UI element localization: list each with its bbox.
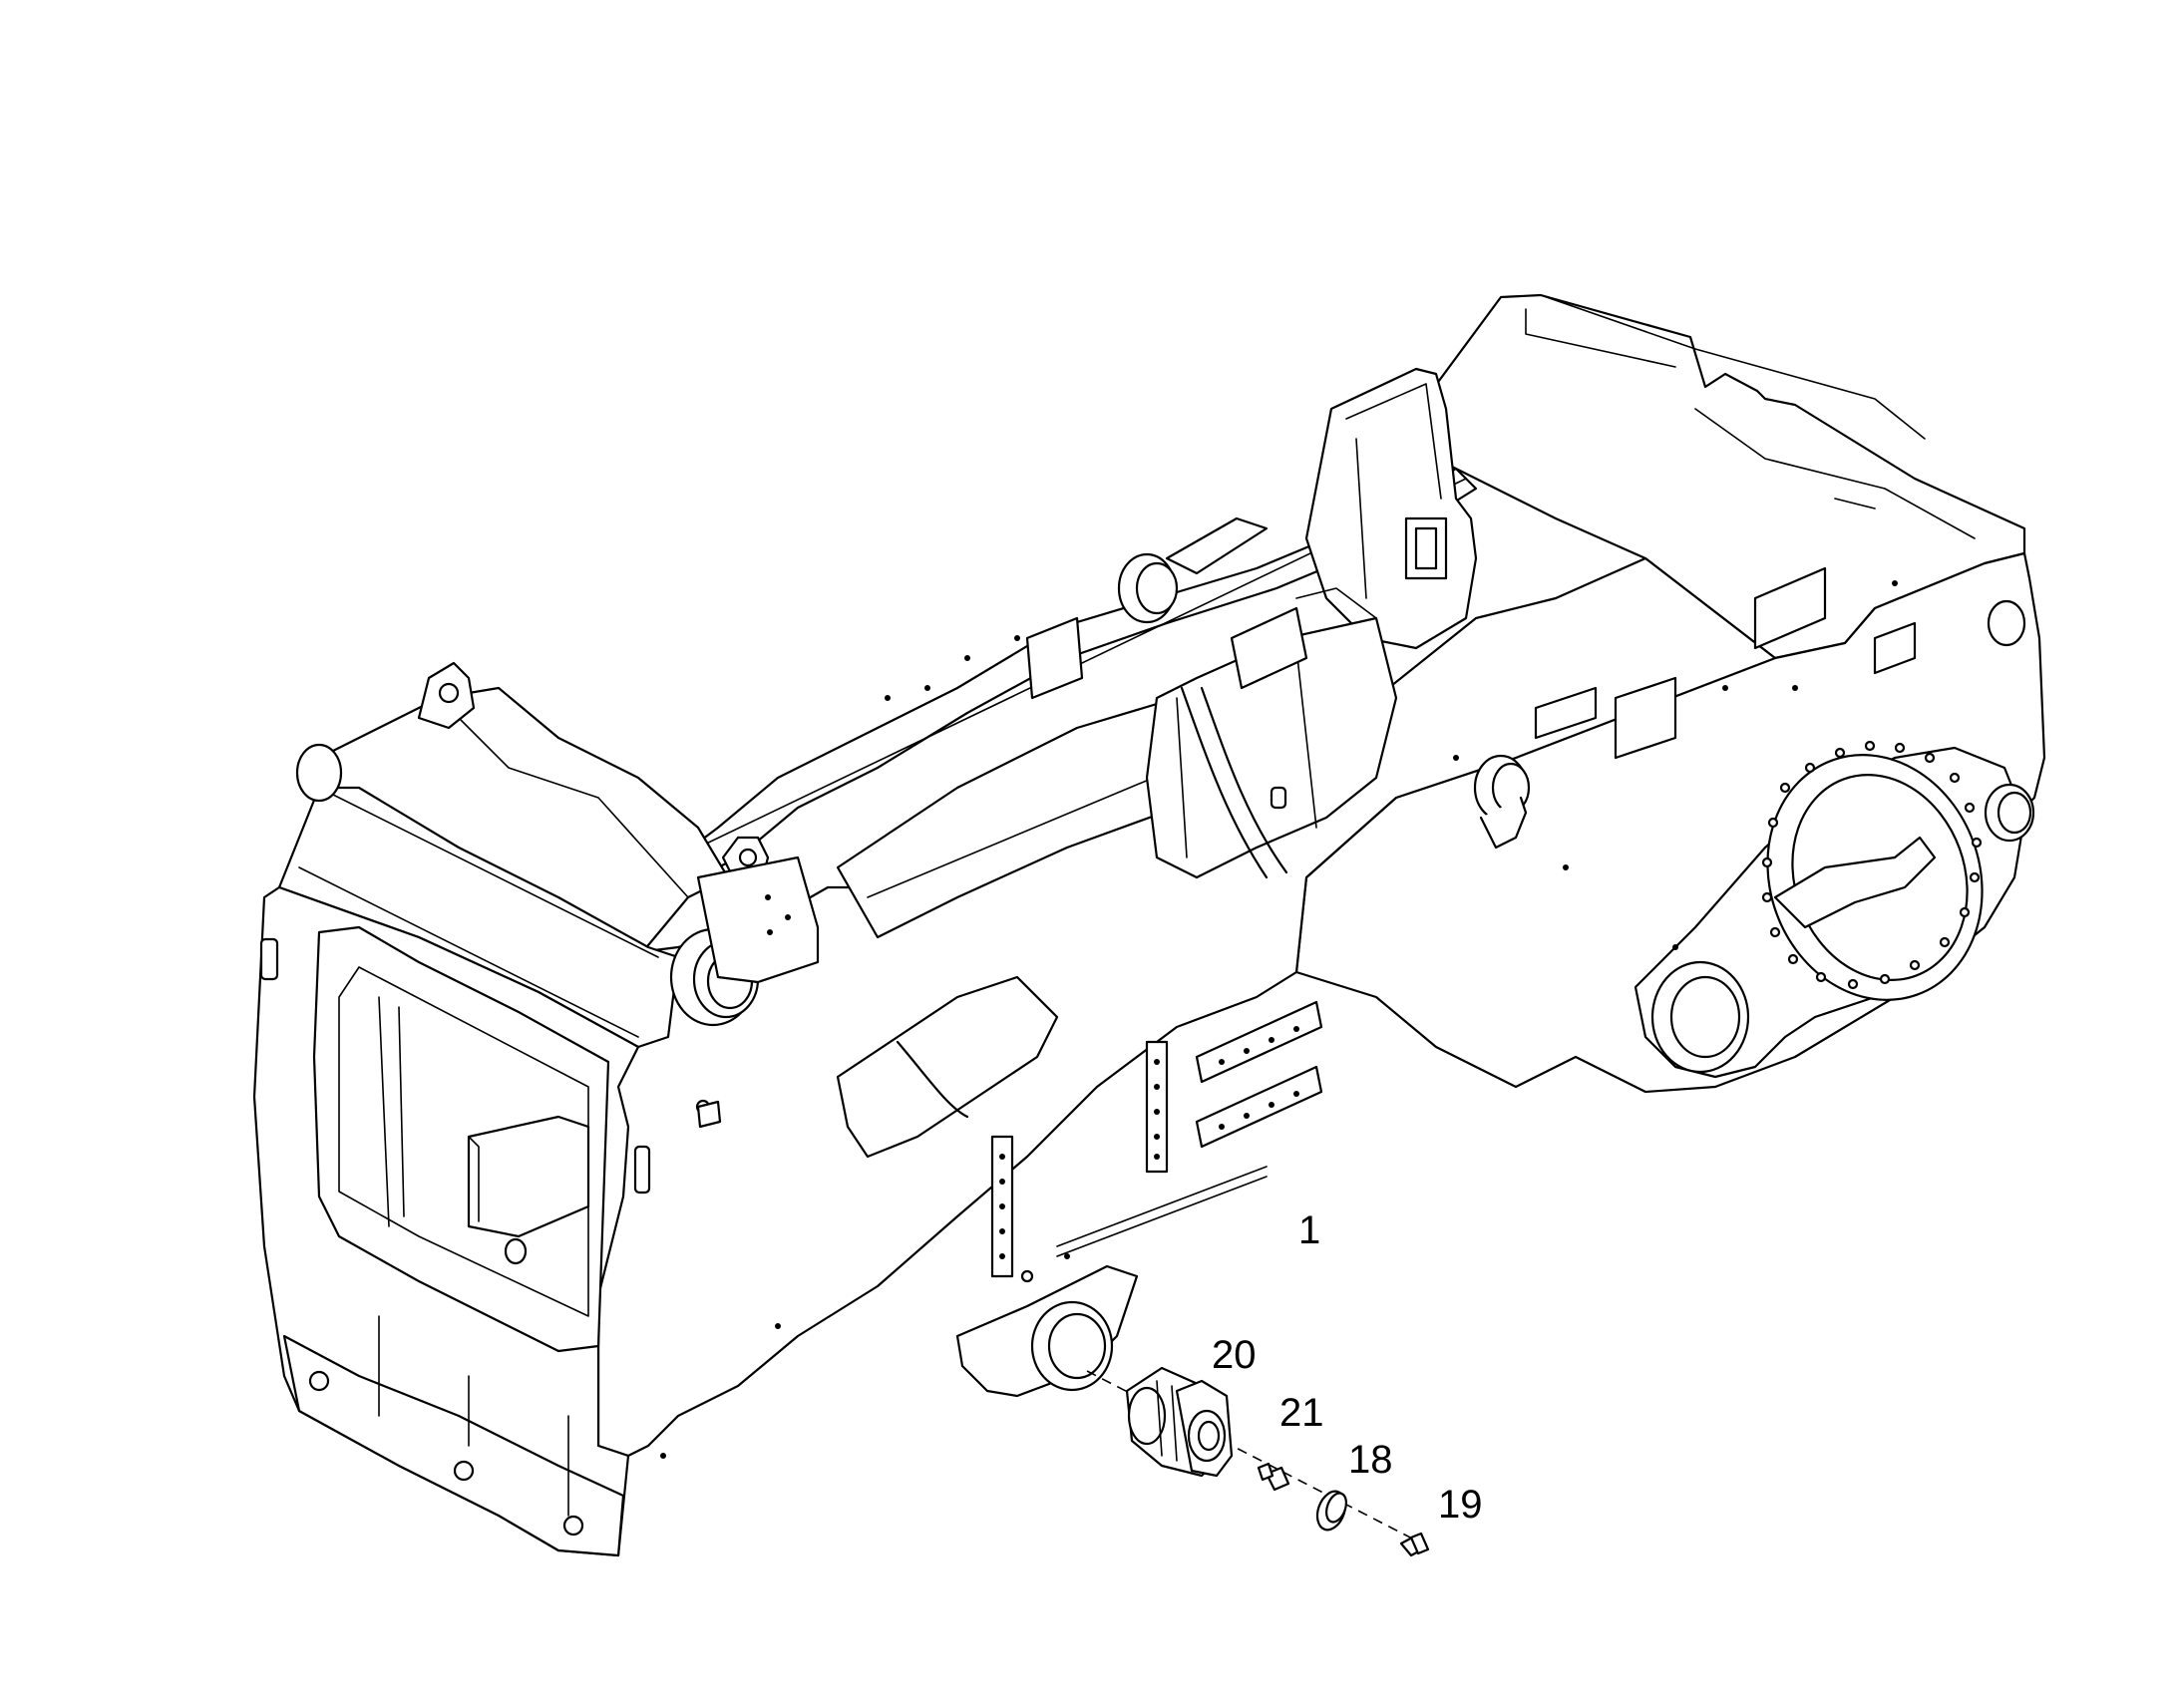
- hole-strip-vertical-2: [1145, 1040, 1169, 1174]
- upper-rail: [676, 467, 1478, 879]
- callout-18: 18: [1348, 1438, 1393, 1482]
- part-19-screw: [1399, 1532, 1430, 1557]
- callout-20: 20: [1212, 1333, 1257, 1377]
- hole-strip-vertical-1: [990, 1135, 1014, 1278]
- part-20-bushing: [1125, 1366, 1234, 1478]
- mid-pivot-tube: [1117, 552, 1179, 624]
- callout-21: 21: [1279, 1391, 1324, 1435]
- front-opening: [312, 925, 610, 1353]
- lower-pivot-boss: [955, 1264, 1139, 1398]
- hole-strip-diagonal-1: [1195, 1000, 1323, 1084]
- part-21-fitting: [1257, 1462, 1290, 1492]
- assembly-axis: [1086, 1370, 1417, 1541]
- main-frame: [252, 293, 2046, 1557]
- callout-1: 1: [1298, 1208, 1320, 1252]
- slew-ring-bolt-holes: [1761, 740, 1983, 990]
- hole-strip-diagonal-2: [1195, 1065, 1323, 1149]
- callout-19: 19: [1438, 1483, 1483, 1527]
- part-18-cover-disc: [1315, 1490, 1347, 1532]
- rear-deck-plate: [1394, 293, 2026, 660]
